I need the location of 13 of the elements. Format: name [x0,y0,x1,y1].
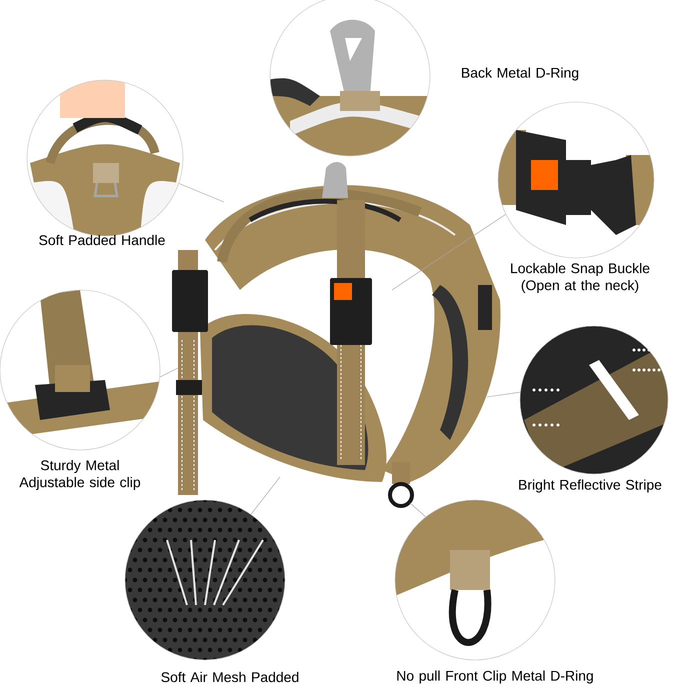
leader-line [486,392,520,398]
feature-label: Back Metal D-Ring [462,67,578,81]
leader-line [392,214,506,290]
leader-line [178,183,224,202]
feature-label: Bright Reflective Stripe [519,479,662,493]
feature-label: Soft Air Mesh Padded [161,672,298,682]
feature-label: Sturdy Metal Adjustable side clip [19,460,140,490]
leader-line [160,368,178,378]
feature-label: Soft Padded Handle [39,234,165,246]
feature-label: Lockable Snap Buckle (Open at the neck) [511,262,650,294]
leader-line [250,476,280,515]
feature-label: No pull Front Clip Metal D-Ring [397,670,593,684]
leader-line [410,502,426,518]
